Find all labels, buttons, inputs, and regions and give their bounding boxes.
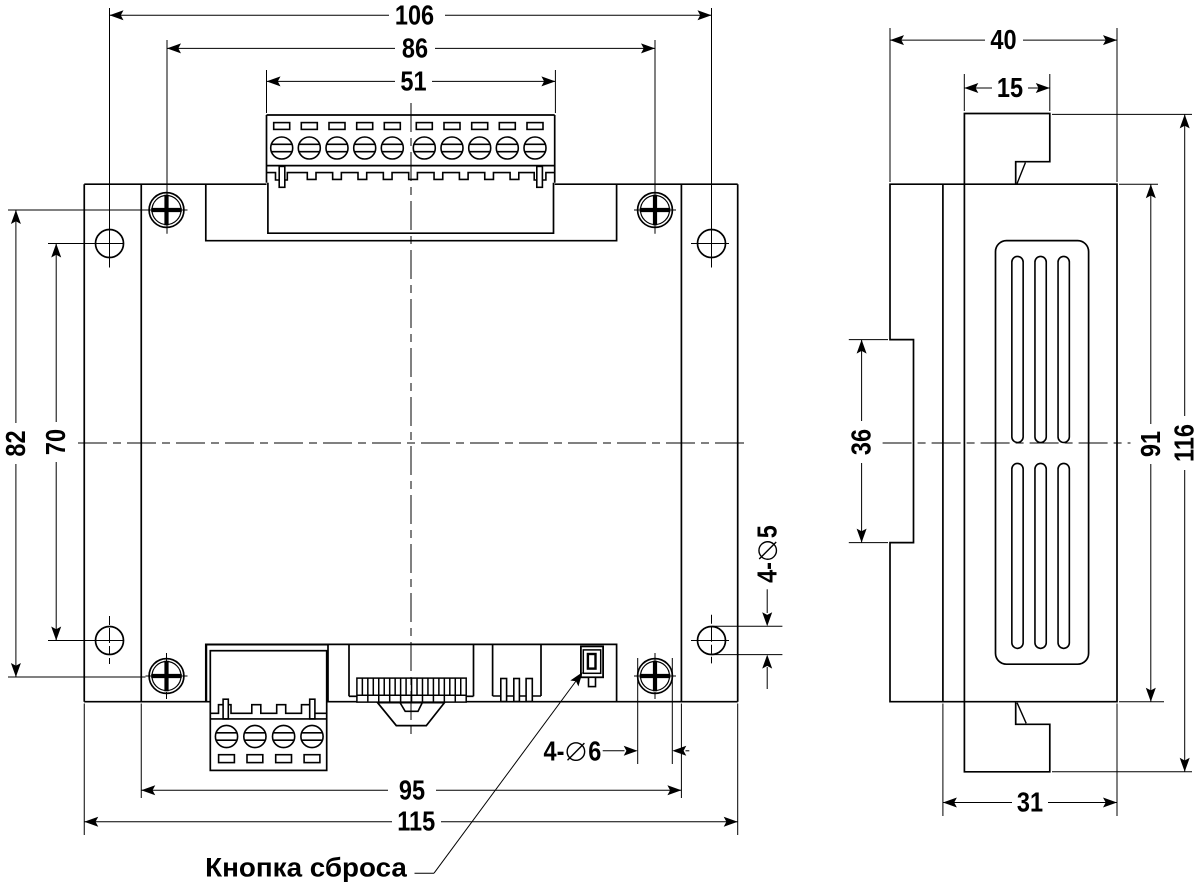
svg-text:Кнопка сброса: Кнопка сброса xyxy=(205,852,407,883)
svg-text:4-: 4- xyxy=(543,736,564,766)
svg-text:51: 51 xyxy=(400,67,426,97)
svg-text:116: 116 xyxy=(1170,424,1200,462)
svg-text:91: 91 xyxy=(1136,431,1166,457)
svg-text:40: 40 xyxy=(990,25,1016,55)
svg-text:6: 6 xyxy=(588,736,601,766)
svg-text:31: 31 xyxy=(1017,788,1043,818)
svg-text:4-: 4- xyxy=(753,562,783,583)
svg-text:70: 70 xyxy=(41,429,71,455)
svg-text:36: 36 xyxy=(847,429,877,455)
svg-text:95: 95 xyxy=(399,775,425,805)
svg-text:15: 15 xyxy=(997,73,1023,103)
svg-text:82: 82 xyxy=(1,430,31,456)
svg-text:5: 5 xyxy=(753,525,783,538)
svg-text:86: 86 xyxy=(402,34,428,64)
svg-text:106: 106 xyxy=(395,0,434,30)
svg-text:115: 115 xyxy=(397,807,435,837)
